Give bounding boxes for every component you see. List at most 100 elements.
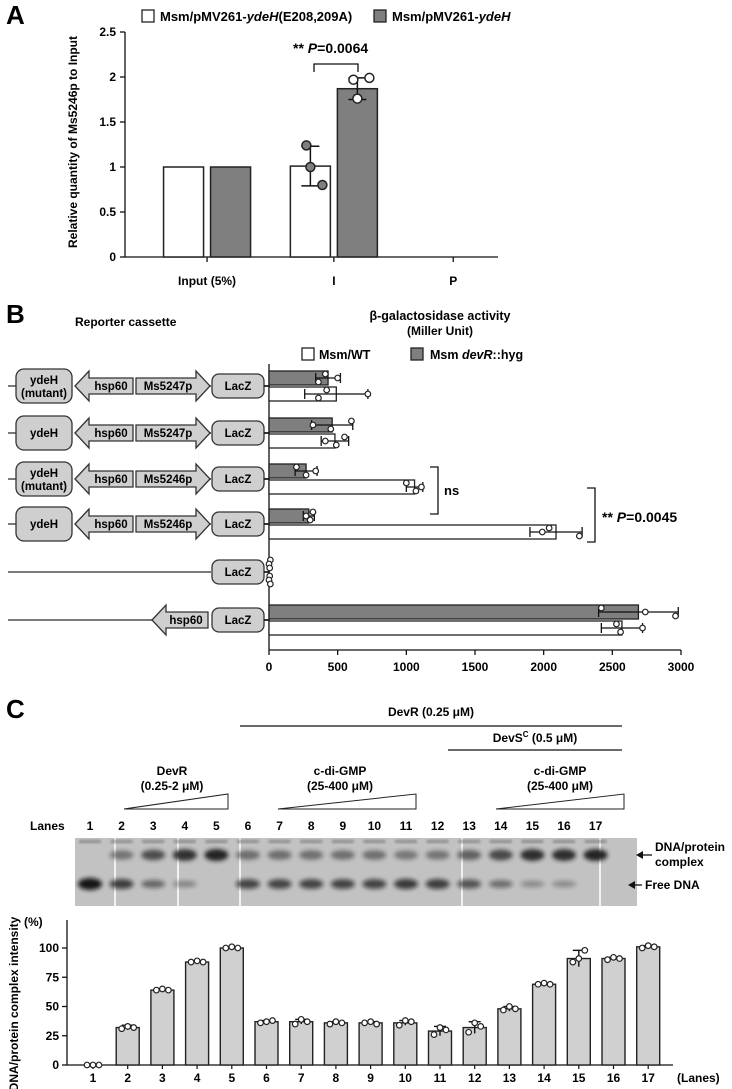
gel-free-band — [330, 879, 355, 889]
data-point — [338, 1019, 346, 1027]
gel-complex-band — [204, 849, 229, 861]
free-dna-label: Free DNA — [645, 878, 700, 892]
devr-header-label: DevR (0.25 μM) — [388, 705, 474, 719]
data-point — [334, 374, 342, 382]
x-tick-label: P — [449, 274, 457, 288]
gel-free-band — [299, 879, 324, 889]
data-point — [321, 437, 329, 445]
ns-label: ns — [444, 483, 459, 498]
data-point — [401, 1017, 409, 1024]
complex-label-2: complex — [655, 855, 704, 869]
bar — [497, 1008, 522, 1066]
data-point — [269, 1017, 276, 1024]
bar — [184, 961, 210, 1066]
data-point — [361, 1019, 369, 1027]
gel-complex-band — [330, 850, 355, 860]
gel-complex-band — [583, 849, 608, 861]
gel-splice-line — [114, 838, 116, 906]
complex-arrowhead — [636, 851, 643, 859]
gel-well — [331, 840, 354, 843]
x-tick-label: 13 — [503, 1071, 517, 1085]
y-tick-label: 1 — [109, 160, 116, 174]
ramp1-range: (0.25-2 μM) — [141, 779, 204, 793]
gel-well — [142, 840, 165, 843]
bar — [115, 1026, 140, 1066]
bar — [209, 166, 252, 258]
gel-complex-band — [394, 850, 418, 860]
gel-well — [458, 840, 481, 843]
y-tick-label: 25 — [46, 1029, 60, 1043]
data-point — [306, 516, 314, 524]
data-point — [418, 483, 425, 491]
hsp60-arrow — [74, 369, 134, 403]
panel-a-letter: A — [6, 0, 25, 30]
panel-c-y-unit: (%) — [24, 915, 43, 929]
x-tick-label: 7 — [298, 1071, 305, 1085]
x-tick-label: 2000 — [530, 660, 557, 674]
data-point — [291, 1020, 299, 1028]
x-tick-label: 1000 — [393, 660, 420, 674]
data-point — [266, 580, 274, 588]
legend-filled-label: Msm/pMV261-ydeH — [392, 9, 511, 24]
data-point — [317, 179, 328, 191]
panel-c-marks — [83, 942, 661, 1069]
bar — [323, 1022, 349, 1066]
gel-free-band — [141, 879, 166, 889]
gel-lane-number: 8 — [308, 819, 315, 833]
panel-c-letter: C — [6, 694, 25, 724]
panel-b-significance: ns ** P=0.0045 — [430, 466, 677, 543]
x-tick-label: 2500 — [599, 660, 626, 674]
panel-c-y-axis-label: DNA/protein complex intensity — [7, 916, 21, 1089]
data-point — [575, 955, 583, 962]
x-tick-label: 3000 — [668, 660, 695, 674]
y-tick-label: 0 — [52, 1058, 59, 1072]
significance-label: ** P=0.0064 — [293, 40, 368, 56]
hsp60-label: hsp60 — [94, 381, 127, 393]
ramp3-triangle — [495, 793, 625, 810]
panel-a-x-tick-labels: Input (5%) I P — [178, 274, 457, 288]
x-tick-label: I — [332, 274, 335, 288]
data-point — [352, 93, 363, 104]
data-point — [257, 1019, 264, 1027]
data-point — [613, 620, 620, 628]
data-point — [323, 386, 331, 394]
x-tick-label: Input (5%) — [178, 274, 236, 288]
promoter-label: Ms5247p — [144, 381, 193, 393]
ramp2-triangle — [277, 793, 417, 810]
bar — [268, 604, 640, 620]
hsp60-label: hsp60 — [169, 615, 202, 627]
legend-filled-swatch — [373, 9, 387, 23]
bar — [219, 947, 245, 1066]
data-point — [193, 957, 201, 965]
data-point — [130, 1024, 138, 1031]
data-point — [348, 417, 355, 425]
promoter-arrow — [135, 507, 211, 541]
y-tick-label: 0 — [109, 250, 116, 264]
gel-free-band — [362, 879, 387, 889]
legend-open-swatch — [141, 9, 155, 23]
data-point — [326, 1020, 334, 1028]
data-point — [297, 1015, 305, 1023]
data-point — [302, 512, 310, 520]
gel-well — [173, 840, 196, 843]
p-label: ** P=0.0045 — [602, 509, 677, 525]
ydeh-gene-box — [15, 506, 73, 542]
gel-background — [75, 838, 637, 906]
gel-splice-line — [599, 838, 601, 906]
data-point — [546, 980, 554, 988]
gel-complex-band — [362, 850, 387, 860]
promoter-arrow — [135, 369, 211, 403]
lacz-gene-label: LacZ — [225, 519, 252, 531]
bar — [601, 957, 626, 1066]
ramp2-range: (25-400 μM) — [307, 779, 373, 793]
bar — [268, 524, 557, 540]
data-point — [312, 467, 320, 475]
gel-free-band — [109, 878, 134, 890]
gel-lane-number: 2 — [118, 819, 125, 833]
x-tick-label: 5 — [228, 1071, 235, 1085]
gel-complex-band — [488, 849, 513, 861]
gel-lane-number: 1 — [87, 819, 94, 833]
y-tick-label: 0.5 — [99, 205, 116, 219]
